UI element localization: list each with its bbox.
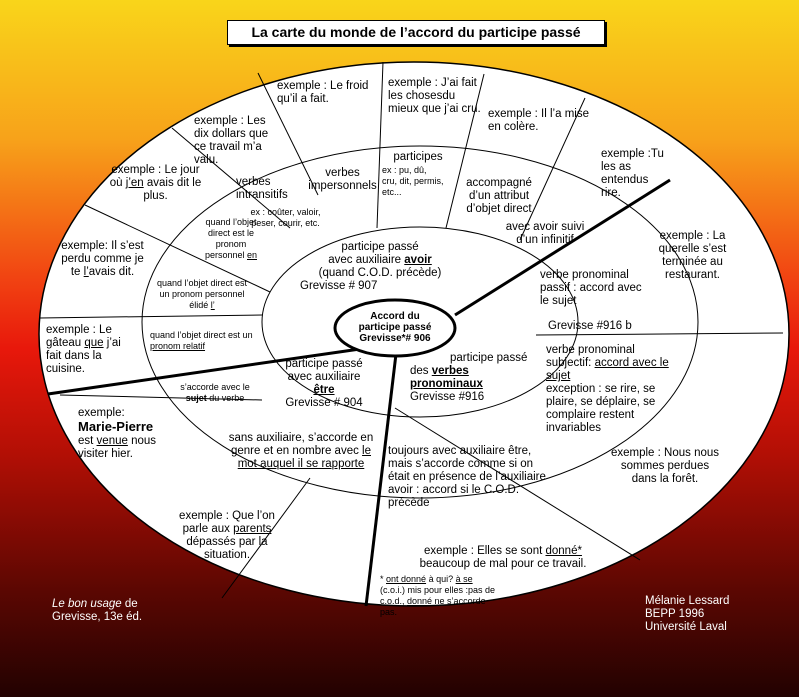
sector-dividers <box>39 61 784 599</box>
credit-program: BEPP 1996 <box>645 608 705 620</box>
credit-author: Mélanie Lessard <box>645 595 730 607</box>
center-line-3: Grevisse*# 906 <box>359 333 431 344</box>
credit-right: Mélanie Lessard BEPP 1996 Université Lav… <box>645 595 755 634</box>
etre-keyword: être <box>313 384 335 396</box>
center-ellipse <box>333 298 457 358</box>
verbes-intransitifs: verbes intransitifs <box>236 176 288 201</box>
example-dollars: exemple : Les dix dollars que ce travail… <box>194 115 269 166</box>
credit-university: Université Laval <box>645 621 727 633</box>
donne-note: * ont donné à qui? à se (c.o.i.) mis pou… <box>380 574 496 617</box>
example-choses: exemple : J’ai fait les chosesdu mieux q… <box>388 77 481 115</box>
example-foret: exemple : Nous nous sommes perdues dans … <box>610 447 720 485</box>
example-querelle: exemple : La querelle s’est terminée au … <box>658 230 727 281</box>
inner-pronominaux: participe passé des verbes pronominaux G… <box>410 352 540 404</box>
subjectif-label: verbe pronominal subjectif: accord avec … <box>546 344 669 434</box>
sujet-label: s’accorde avec le sujet du verbe <box>180 382 250 403</box>
verbes-impersonnels: verbes impersonnels <box>308 167 377 192</box>
participes-label: participes <box>393 151 443 163</box>
inner-avoir: participe passé avec auxiliaire avoir (q… <box>300 241 460 293</box>
pron-keyword-2: pronominaux <box>410 378 483 390</box>
pron-keyword-1: verbes <box>431 365 469 377</box>
inner-etre: participe passé avec auxiliaire être Gre… <box>264 358 384 410</box>
etre-line-1: participe passé <box>285 358 363 370</box>
center-label: Accord du participe passé Grevisse*# 906 <box>345 311 445 344</box>
pronom-relatif-label: quand l’objet direct est un pronom relat… <box>150 330 253 351</box>
infinitif-label: avec avoir suivi d’un infinitif <box>505 221 585 246</box>
credit-book-title: Le bon usage <box>52 598 122 610</box>
avoir-keyword: avoir <box>404 254 432 266</box>
center-line-2: participe passé <box>358 322 432 333</box>
etre-line-4: Grevisse # 904 <box>285 397 363 409</box>
pronom-elide-label: quand l’objet direct est un pronom perso… <box>156 278 248 310</box>
middle-ellipse <box>141 145 699 499</box>
etre-line-2: avec auxiliaire <box>287 371 361 383</box>
center-line-1: Accord du <box>370 311 420 322</box>
pron-line-2: des verbes <box>410 365 469 377</box>
avoir-line-3: (quand C.O.D. précède) <box>318 267 442 279</box>
page-title: La carte du monde de l’accord du partici… <box>227 20 605 45</box>
avoir-line-4: Grevisse # 907 <box>300 280 378 292</box>
example-parents: exemple : Que l’on parle aux parents dép… <box>179 510 275 561</box>
main-dividers <box>47 178 671 607</box>
pron-line-1: participe passé <box>450 352 528 364</box>
avoir-line-1: participe passé <box>341 241 419 253</box>
inner-ellipse <box>261 226 579 418</box>
pron-line-4: Grevisse #916 <box>410 391 485 403</box>
pronom-en-label: quand l’objet direct est le pronom perso… <box>204 217 258 260</box>
passif-label: verbe pronominal passif : accord avec le… <box>540 269 642 307</box>
example-froid: exemple : Le froid qu’il a fait. <box>277 80 369 105</box>
example-colere: exemple : Il l’a mise en colère. <box>488 108 589 133</box>
example-donne: exemple : Elles se sont donné* beaucoup … <box>419 545 587 570</box>
participes-examples: ex : pu, dû, cru, dit, permis, etc... <box>382 165 444 197</box>
credit-left: Le bon usage de Grevisse, 13e éd. <box>52 598 143 623</box>
example-entendus: exemple :Tu les as entendus rire. <box>601 148 664 199</box>
example-jour: exemple : Le jour où j’en avais dit le p… <box>109 164 202 202</box>
sans-auxiliaire-label: sans auxiliaire, s’accorde en genre et e… <box>228 432 374 470</box>
passif-grevisse: Grevisse #916 b <box>548 320 632 332</box>
intransitifs-examples: ex : coûter, valoir, peser, courir, etc. <box>250 207 321 228</box>
attribut-label: accompagné d’un attribut d’objet direct <box>466 177 532 215</box>
avoir-line-2: avec auxiliaire avoir <box>328 254 432 266</box>
toujours-label: toujours avec auxiliaire être, mais s’ac… <box>388 445 546 509</box>
example-perdu: exemple: Il s’est perdu comme je te l’av… <box>61 240 144 278</box>
example-gateau: exemple : Le gâteau que j’ai fait dans l… <box>46 324 121 375</box>
